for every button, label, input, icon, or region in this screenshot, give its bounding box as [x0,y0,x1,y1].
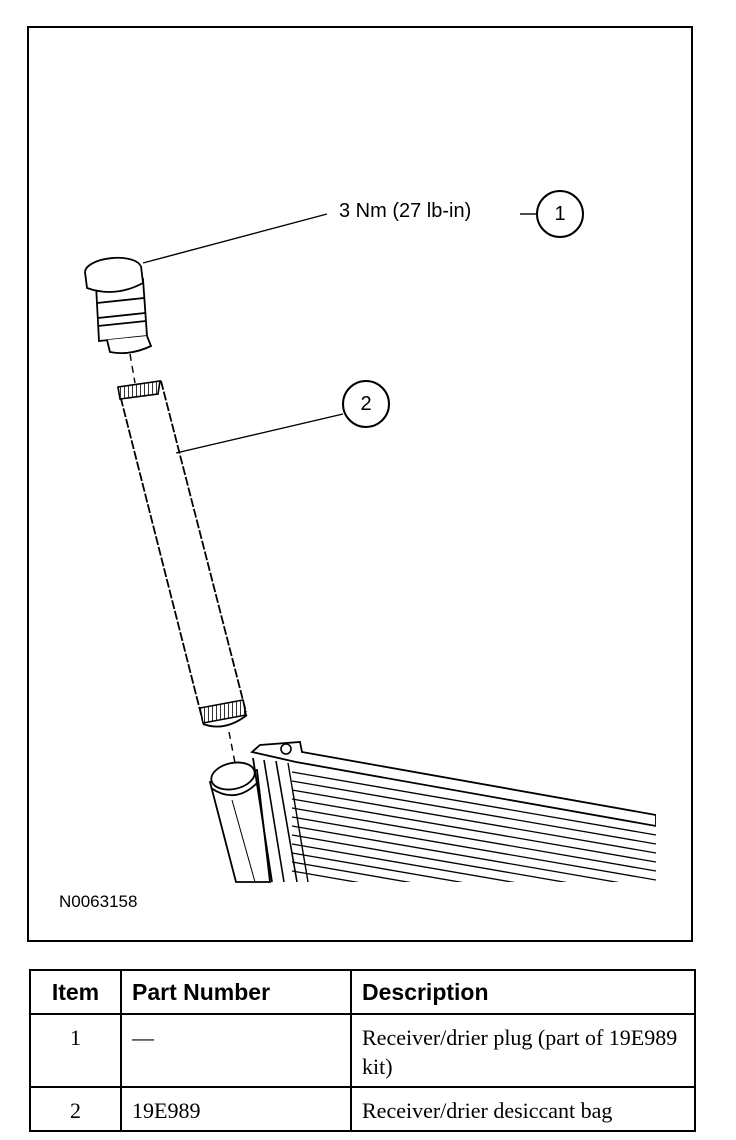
callout-2-circle [342,380,390,428]
row-part-number: — [120,1013,352,1088]
header-item: Item [29,969,122,1015]
receiver-drier-illustration [84,190,656,883]
torque-spec-label: 3 Nm (27 lb-in) [339,200,472,222]
callout-2-leader [175,413,344,454]
table-header-row: Item Part Number Description [29,969,696,1015]
table-row: 2 19E989 Receiver/drier desiccant bag [29,1086,696,1132]
row-part-number: 19E989 [120,1086,352,1132]
table-row: 1 — Receiver/drier plug (part of 19E989 … [29,1013,696,1088]
callout-2-number: 2 [360,393,372,415]
header-description: Description [350,969,696,1015]
row-description: Receiver/drier plug (part of 19E989 kit) [350,1013,696,1088]
plug-centerline [129,353,136,384]
callout-1-circle [536,190,584,238]
row-description: Receiver/drier desiccant bag [350,1086,696,1132]
figure-frame [27,26,693,942]
callout-1-number: 1 [554,203,566,225]
receiver-drier-plug [84,256,153,355]
desiccant-bag [117,380,248,728]
figure-id: N0063158 [59,892,138,911]
receiver-housing [208,761,272,883]
row-item: 2 [29,1086,122,1132]
row-item: 1 [29,1013,122,1088]
callout-1-leader [142,213,328,264]
parts-table: Item Part Number Description 1 — Receive… [29,969,696,1132]
header-part-number: Part Number [120,969,352,1015]
condenser [250,741,656,882]
